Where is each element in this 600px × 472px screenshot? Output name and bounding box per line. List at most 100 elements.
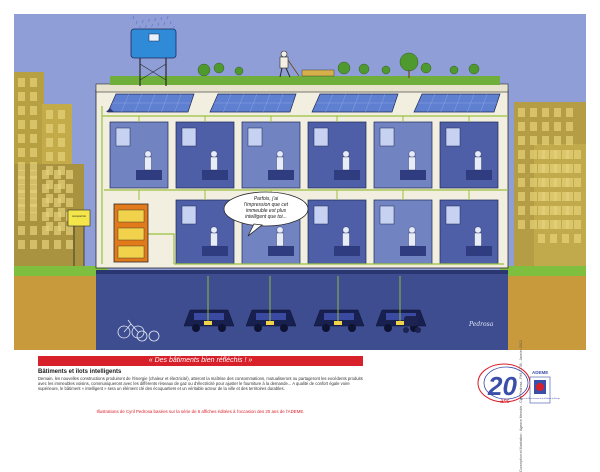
city-window: [574, 164, 581, 173]
city-window: [518, 164, 525, 173]
city-window: [518, 150, 525, 159]
city-window: [566, 150, 573, 159]
ademe-logo-red: [536, 383, 544, 391]
city-window: [30, 78, 37, 87]
roof-plant: [197, 63, 211, 77]
city-window: [42, 226, 49, 235]
flow-arrow-icon: [106, 108, 114, 112]
car-charging-indicator: [266, 321, 274, 325]
city-window: [566, 206, 573, 215]
roof-plant: [234, 66, 244, 76]
city-window: [562, 150, 569, 159]
car-charging-indicator: [396, 321, 404, 325]
roof-plant: [468, 63, 480, 75]
section-body: Demain, les nouvelles constructions prod…: [38, 376, 363, 392]
room-furniture: [202, 246, 228, 256]
city-window: [550, 164, 557, 173]
city-window: [574, 192, 581, 201]
water-tank: [130, 28, 177, 86]
speech-bubble-line: intelligent que toi...: [245, 214, 287, 220]
energy-pipe: [148, 233, 175, 264]
room-window: [379, 127, 395, 147]
city-window: [518, 220, 525, 229]
city-window: [58, 124, 65, 133]
water-tank-body: [130, 28, 177, 59]
car-wheel: [322, 324, 330, 332]
energy-network-pipes: [101, 106, 508, 265]
city-window: [58, 110, 65, 119]
city-window: [30, 184, 37, 193]
room-window: [181, 127, 197, 147]
city-window: [554, 192, 561, 201]
rain-drop: [154, 17, 157, 22]
resident-figure: [342, 226, 350, 234]
city-window: [30, 162, 37, 171]
city-window: [18, 106, 25, 115]
city-window: [46, 166, 53, 175]
city-window: [530, 150, 537, 159]
city-window: [566, 136, 573, 145]
city-window: [554, 108, 561, 117]
city-window: [530, 164, 537, 173]
resident-figure: [276, 150, 284, 158]
section-title: Bâtiments et îlots intelligents: [38, 369, 122, 375]
room-window: [181, 205, 197, 225]
city-window: [46, 124, 53, 133]
city-window: [30, 120, 37, 129]
garage-ceiling: [96, 270, 508, 274]
car-wheel: [218, 324, 226, 332]
city-window: [542, 192, 549, 201]
city-window: [46, 222, 53, 231]
info-panel: « Des bâtiments bien réfléchis ! » Bâtim…: [38, 340, 562, 472]
rain-drop: [172, 25, 175, 30]
city-window: [18, 170, 25, 179]
car-charging-indicator: [204, 321, 212, 325]
car-window: [386, 313, 416, 320]
car-wheel: [348, 324, 356, 332]
city-window: [18, 148, 25, 157]
city-window: [30, 204, 37, 213]
roof-plant: [449, 65, 459, 75]
solar-panels: [107, 93, 501, 113]
room-furniture: [202, 170, 228, 180]
city-window: [554, 150, 561, 159]
city-window: [30, 148, 37, 157]
resident-figure: [408, 226, 416, 234]
compost-sign: compost bio: [67, 209, 91, 266]
city-window: [46, 152, 53, 161]
resident-figure: [342, 150, 350, 158]
city-window: [18, 120, 25, 129]
city-window: [30, 92, 37, 101]
city-window: [562, 206, 569, 215]
city-windows: [18, 78, 581, 249]
scooter: [403, 316, 421, 333]
city-window: [538, 164, 545, 173]
resident-figure: [144, 150, 152, 158]
city-window: [550, 206, 557, 215]
city-window: [66, 184, 73, 193]
city-window: [530, 206, 537, 215]
city-window: [562, 178, 569, 187]
rain-drop: [166, 15, 169, 20]
roof-plant: [399, 52, 419, 72]
illustrator-signature: Pedrosa: [468, 321, 494, 328]
city-window: [538, 192, 545, 201]
city-window: [574, 150, 581, 159]
city-window: [58, 180, 65, 189]
city-window: [66, 170, 73, 179]
city-window: [574, 234, 581, 243]
room-window: [313, 127, 329, 147]
underground-garage: [96, 270, 508, 350]
city-window: [530, 136, 537, 145]
city-window: [42, 240, 49, 249]
city-window: [562, 220, 569, 229]
resident-figure-body: [408, 156, 416, 171]
car-window: [256, 313, 286, 320]
room-furniture: [268, 246, 294, 256]
city-window: [30, 198, 37, 207]
car-wheel: [280, 324, 288, 332]
water-tank-sign: [148, 33, 160, 42]
city-window: [18, 162, 25, 171]
